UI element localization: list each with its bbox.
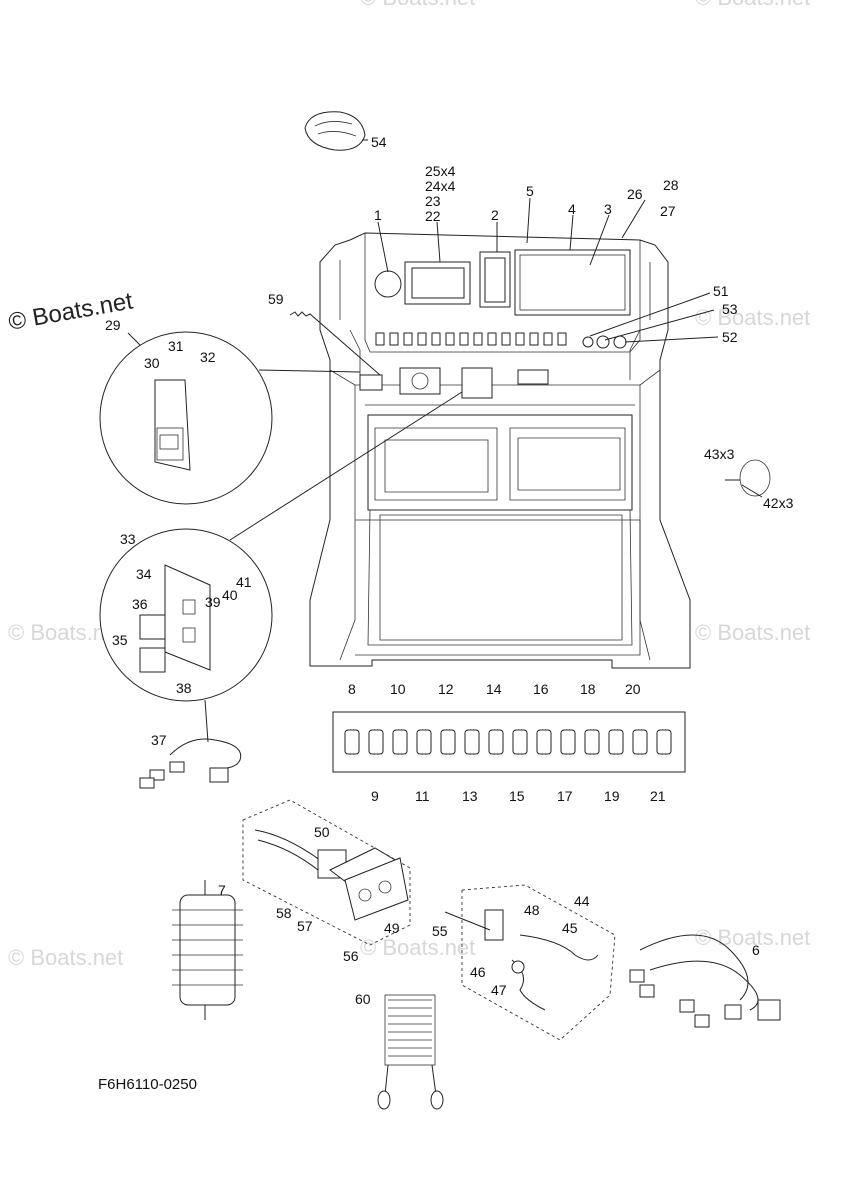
callout-37: 37 <box>151 732 167 748</box>
part-54-handle <box>304 111 368 151</box>
callout-10: 10 <box>390 681 406 697</box>
callout-21: 21 <box>650 788 666 804</box>
callout-58: 58 <box>276 905 292 921</box>
callout-42: 42x3 <box>763 495 794 511</box>
callout-44: 44 <box>574 893 590 909</box>
callout-19: 19 <box>604 788 620 804</box>
callout-52: 52 <box>722 329 738 345</box>
callout-36: 36 <box>132 596 148 612</box>
part-37-harness <box>139 738 242 789</box>
callout-labels: 1 2 3 4 5 6 7 8 9 10 11 12 13 14 15 16 1… <box>105 134 794 1007</box>
callout-8: 8 <box>348 681 356 697</box>
watermark: © Boats.net <box>695 305 810 330</box>
callout-49: 49 <box>384 920 400 936</box>
callout-33: 33 <box>120 531 136 547</box>
callout-18: 18 <box>580 681 596 697</box>
callout-39: 39 <box>205 594 221 610</box>
part-60-lanyard <box>377 994 444 1110</box>
callout-56: 56 <box>343 948 359 964</box>
callout-35: 35 <box>112 632 128 648</box>
callout-2: 2 <box>491 207 499 223</box>
callout-13: 13 <box>462 788 478 804</box>
callout-6: 6 <box>752 942 760 958</box>
callout-17: 17 <box>557 788 573 804</box>
callout-50: 50 <box>314 824 330 840</box>
leader-lines <box>229 197 719 541</box>
callout-23: 23 <box>425 193 441 209</box>
detail-29 <box>99 331 273 505</box>
callout-15: 15 <box>509 788 525 804</box>
callout-32: 32 <box>200 349 216 365</box>
console-panel <box>309 232 691 669</box>
detail-33 <box>99 528 273 743</box>
callout-16: 16 <box>533 681 549 697</box>
callout-34: 34 <box>136 566 152 582</box>
callout-43: 43x3 <box>704 446 735 462</box>
callout-46: 46 <box>470 964 486 980</box>
callout-5: 5 <box>526 183 534 199</box>
callout-22: 22 <box>425 208 441 224</box>
part-6-harness <box>629 934 781 1028</box>
callout-59: 59 <box>268 291 284 307</box>
callout-27: 27 <box>660 203 676 219</box>
switch-panel <box>332 711 686 773</box>
callout-1: 1 <box>374 207 382 223</box>
callout-30: 30 <box>144 355 160 371</box>
watermark: © Boats.net <box>360 0 475 10</box>
callout-3: 3 <box>604 201 612 217</box>
callout-53: 53 <box>722 301 738 317</box>
callout-14: 14 <box>486 681 502 697</box>
watermark: © Boats.net <box>360 935 475 960</box>
part-44-group <box>444 884 616 1041</box>
callout-41: 41 <box>236 574 252 590</box>
callout-57: 57 <box>297 918 313 934</box>
callout-60: 60 <box>355 991 371 1007</box>
callout-9: 9 <box>371 788 379 804</box>
watermark: © Boats.net <box>695 620 810 645</box>
part-49-50-group <box>242 799 411 946</box>
callout-7: 7 <box>218 882 226 898</box>
callout-45: 45 <box>562 920 578 936</box>
callout-24: 24x4 <box>425 178 456 194</box>
callout-31: 31 <box>168 338 184 354</box>
part-42-43-ties <box>725 459 771 498</box>
part-7-fuse-block <box>172 880 243 1020</box>
diagram-code: F6H6110-0250 <box>98 1076 197 1093</box>
callout-25: 25x4 <box>425 163 456 179</box>
callout-55: 55 <box>432 923 448 939</box>
callout-51: 51 <box>713 283 729 299</box>
callout-12: 12 <box>438 681 454 697</box>
callout-40: 40 <box>222 587 238 603</box>
watermark: © Boats.net <box>695 925 810 950</box>
callout-4: 4 <box>568 201 576 217</box>
callout-54: 54 <box>371 134 387 150</box>
callout-29: 29 <box>105 317 121 333</box>
watermark: © Boats.net <box>695 0 810 10</box>
callout-11: 11 <box>415 788 430 804</box>
callout-20: 20 <box>625 681 641 697</box>
callout-38: 38 <box>176 680 192 696</box>
callout-48: 48 <box>524 902 540 918</box>
callout-28: 28 <box>663 177 679 193</box>
callout-47: 47 <box>491 982 507 998</box>
callout-26: 26 <box>627 186 643 202</box>
watermark: © Boats.net <box>8 945 123 970</box>
